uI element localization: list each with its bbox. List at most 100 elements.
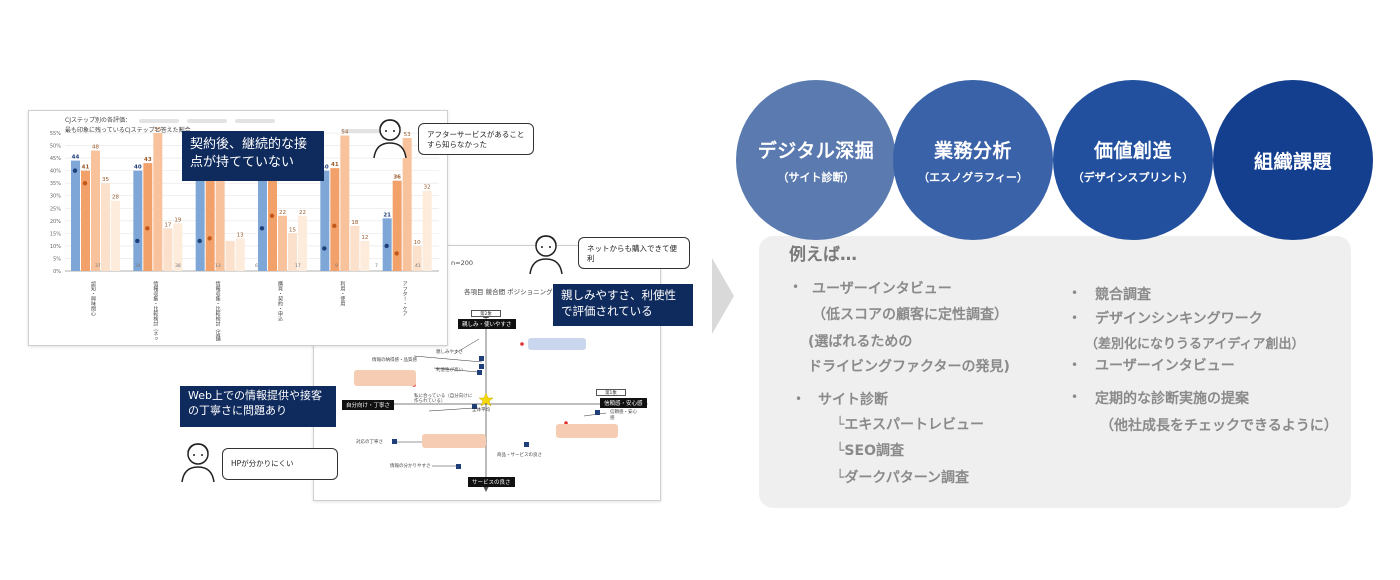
map-point-info-quality (479, 364, 484, 369)
bar-value-label: 35 (102, 177, 109, 183)
bullet: • (1071, 311, 1079, 325)
chart-bar (320, 170, 330, 271)
bar-value-label: 48 (92, 145, 99, 151)
map-point-average (478, 392, 494, 407)
chart-bar (268, 180, 277, 271)
example-heading: 例えば… (789, 245, 857, 265)
bar-extra-label: 13 (215, 263, 221, 269)
matrix-header-n: n=200 (451, 259, 473, 267)
chart-dot (269, 213, 275, 218)
bar-value-label: 54 (341, 130, 348, 136)
x-category-label: 購買・契約・申込 (277, 280, 283, 322)
chart-dot (394, 251, 399, 256)
bar-extra-label: 17 (295, 263, 301, 269)
bar-value-label: 13 (237, 232, 244, 238)
chart-dot (135, 238, 140, 244)
chart-bar (298, 215, 307, 271)
bullet: • (792, 280, 800, 294)
approach-title: デジタル深掘 (757, 139, 875, 162)
example-left-item: ドライビングファクターの発見) (808, 359, 1010, 375)
example-left-item: （低スコアの顧客に定性調査） (812, 307, 1008, 323)
x-category-label: 情報収集・比較検討（店舗 (215, 280, 221, 342)
bar-value-label: 41 (331, 162, 339, 168)
bar-value-label: 15 (289, 227, 296, 233)
bullet: • (795, 392, 803, 406)
matrix-header-title: 各項目 競合間 ポジショニングマ (464, 288, 560, 296)
bar-extra-label: 6 (255, 263, 258, 269)
chart-bar (360, 240, 370, 271)
map-point-friendly (479, 356, 484, 361)
chart-bar (71, 160, 80, 271)
bullet: • (1071, 390, 1079, 404)
y-tick-label: 25% (50, 206, 61, 212)
chart-bar (133, 170, 143, 271)
chart-bar (153, 133, 163, 271)
quadrant-label-top: 第2象 (471, 310, 501, 317)
y-tick-label: 5% (53, 256, 61, 262)
example-left-item: サイト診断 (818, 392, 888, 408)
example-left-item: └エキスパートレビュー (836, 417, 985, 433)
approach-title: 組織課題 (1253, 150, 1332, 173)
bar-value-label: 36 (393, 175, 401, 181)
bar-extra-label: 7 (375, 263, 378, 269)
x-category-label: 認知・興味関心 (90, 280, 96, 316)
example-panel (759, 236, 1351, 508)
map-point-clarity (456, 464, 461, 469)
chart-bar (340, 135, 350, 271)
callout-friendly-evaluation: 親しみやすさ、利使性で評価されている (553, 284, 693, 326)
approach-subtitle: （デザインスプリント） (1072, 170, 1194, 184)
approach-title: 価値創造 (1093, 139, 1172, 162)
bar-value-label: 55 (154, 127, 161, 133)
chart-bar (225, 240, 235, 271)
chart-header-line-1: CJステップ別の各評価： (65, 115, 275, 124)
chart-dot (72, 168, 78, 173)
bar-extra-label: 37 (95, 263, 101, 269)
example-right-item: 競合調査 (1095, 287, 1151, 303)
bar-value-label: 28 (112, 195, 119, 201)
chart-dot (259, 226, 265, 231)
y-tick-label: 0% (53, 269, 61, 275)
map-label-info-quality: 情報の納得感・品質感 (372, 358, 417, 363)
bar-value-label: 21 (383, 212, 391, 218)
chart-bar (392, 180, 402, 271)
blurred-competitor-label (556, 424, 618, 438)
bar-value-label: 43 (144, 157, 152, 163)
chart-bar (258, 178, 267, 271)
approach-subtitle: （サイト診断） (777, 170, 855, 184)
speech-bubble-hp: HPが分かりにくい (222, 448, 338, 480)
map-label-average: 全体平均 (472, 408, 490, 413)
y-tick-label: 55% (50, 131, 61, 137)
bar-value-label: 17 (164, 222, 171, 228)
chart-dot (322, 246, 327, 251)
chart-bar (163, 228, 173, 271)
map-point-self (472, 404, 477, 409)
y-tick-label: 20% (50, 219, 61, 225)
x-category-label: 利用・使用 (339, 280, 345, 307)
chart-bar (143, 163, 153, 271)
chart-header-line-2: 最も印象に残っているCJステップと答えた割合 (65, 125, 401, 134)
map-label-friendly: 親しみやすさ (436, 350, 463, 355)
approach-circle-digital: デジタル深掘 （サイト診断） (736, 80, 896, 240)
chart-bar (195, 158, 205, 271)
chart-dot (145, 226, 150, 231)
bar-extra-label: 38 (175, 263, 181, 269)
map-label-clarity: 情報の分かりやすさ (390, 464, 431, 469)
chart-dot (207, 236, 212, 241)
y-tick-label: 50% (50, 144, 61, 150)
map-label-convenient: 利便性が高い (436, 368, 463, 373)
example-right-item: デザインシンキングワーク (1095, 311, 1263, 327)
bar-value-label: 40 (134, 165, 142, 171)
axis-label-bottom: サービスの良さ (468, 477, 515, 487)
map-label-polite: 対応の丁寧さ (356, 440, 383, 445)
example-right-item: （差別化になりうるアイディア創出） (1085, 337, 1305, 352)
axis-label-right: 信頼感・安心感 (600, 398, 647, 408)
blurred-competitor-label (354, 370, 416, 386)
bar-extra-label: 41 (415, 263, 421, 269)
bullet: • (1071, 286, 1079, 300)
x-category-label: アフター・ケア (402, 281, 408, 316)
y-tick-label: 30% (50, 194, 61, 200)
y-tick-label: 40% (50, 169, 61, 175)
user-avatar-icon (373, 119, 407, 159)
example-right-item: 定期的な診断実施の提案 (1095, 391, 1249, 407)
chart-bar (330, 168, 340, 271)
